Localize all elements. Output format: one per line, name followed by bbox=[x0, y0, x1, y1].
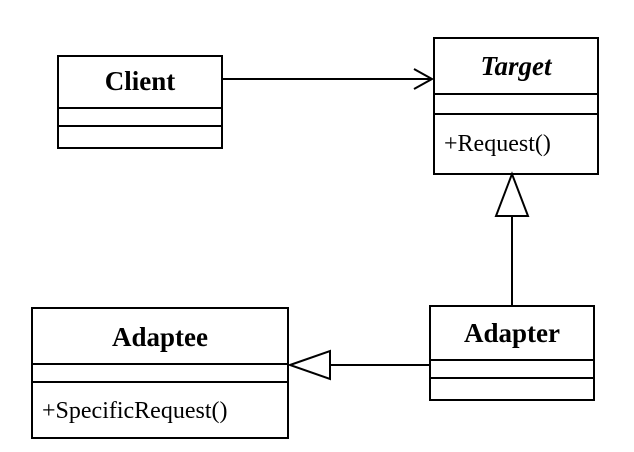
class-client[interactable]: Client bbox=[57, 55, 223, 149]
class-adapter-name: Adapter bbox=[464, 318, 560, 348]
class-adaptee[interactable]: Adaptee +SpecificRequest() bbox=[31, 307, 289, 439]
class-adaptee-member-specific-request: +SpecificRequest() bbox=[42, 398, 227, 424]
generalization-adapter-target bbox=[494, 171, 530, 306]
class-adaptee-name: Adaptee bbox=[112, 322, 208, 352]
class-target-member-request: +Request() bbox=[444, 131, 551, 157]
class-adapter[interactable]: Adapter bbox=[429, 305, 595, 401]
open-arrowhead-icon bbox=[413, 68, 435, 90]
class-target[interactable]: Target +Request() bbox=[433, 37, 599, 175]
hollow-triangle-icon bbox=[494, 171, 530, 217]
hollow-triangle-icon bbox=[286, 349, 331, 381]
association-client-target bbox=[222, 68, 435, 90]
class-target-name: Target bbox=[480, 51, 553, 81]
generalization-adapter-adaptee bbox=[286, 349, 430, 381]
class-client-name: Client bbox=[105, 66, 176, 96]
